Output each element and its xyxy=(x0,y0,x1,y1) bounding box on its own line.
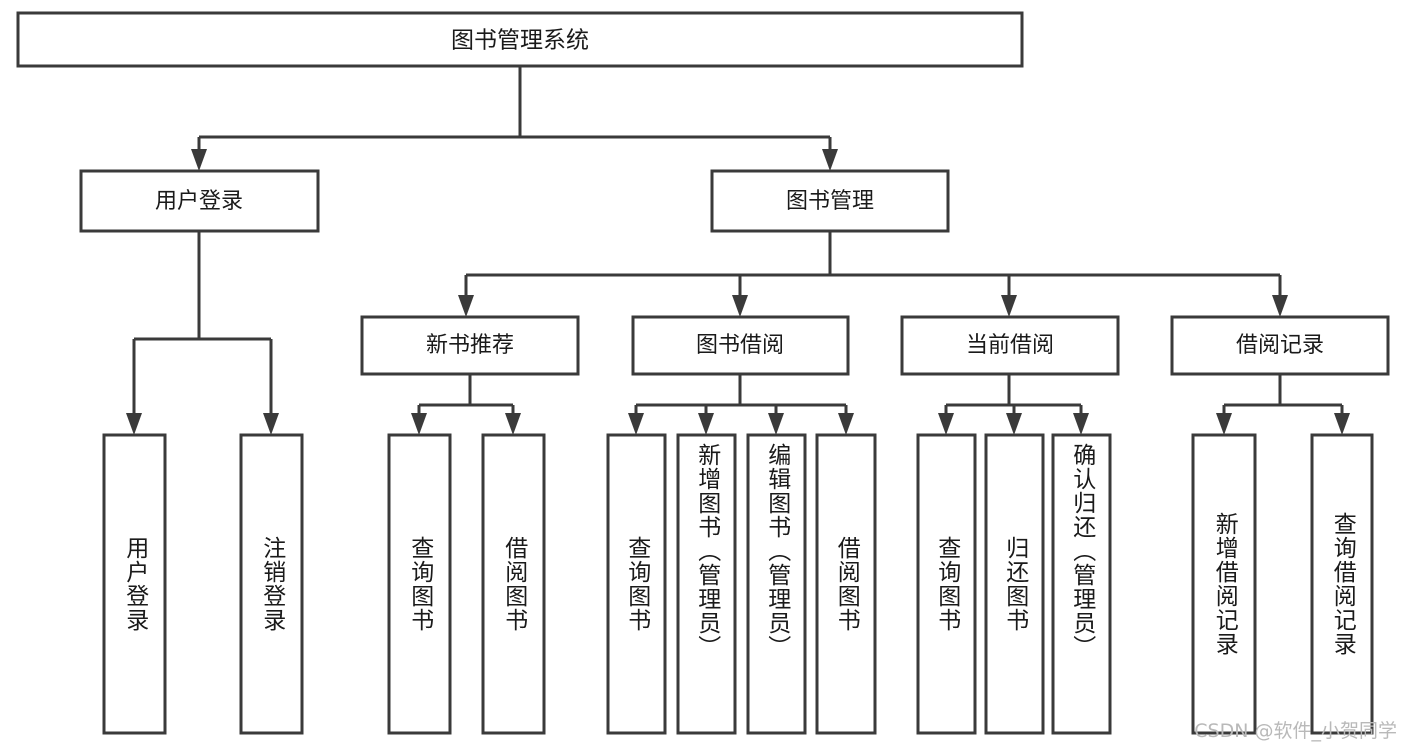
node-book-management-label: 图书管理 xyxy=(786,189,874,214)
arrowhead-leaf-user-logout xyxy=(263,413,279,435)
node-root-label: 图书管理系统 xyxy=(451,28,589,54)
leaf-box-user-logout[interactable] xyxy=(239,433,304,735)
node-new-book-recommend-box[interactable] xyxy=(360,315,580,376)
node-root-box[interactable] xyxy=(16,11,1024,68)
node-book-management-box[interactable] xyxy=(710,169,950,233)
arrowhead-leaf-borrow-book-1 xyxy=(505,413,521,435)
arrowhead-leaf-confirm-return xyxy=(1073,413,1089,435)
arrowhead-leaf-query-record xyxy=(1334,413,1350,435)
arrowhead-book-management xyxy=(822,149,838,171)
arrowhead-leaf-query-book-1 xyxy=(411,413,427,435)
node-borrow-record-label: 借阅记录 xyxy=(1236,333,1324,358)
leaf-box-query-record[interactable] xyxy=(1310,433,1374,735)
arrowhead-leaf-borrow-book-2 xyxy=(838,413,854,435)
leaf-box-borrow-book-2[interactable] xyxy=(815,433,877,735)
arrowhead-leaf-add-record xyxy=(1216,413,1232,435)
leaf-box-query-book-2[interactable] xyxy=(606,433,667,735)
arrowhead-leaf-query-book-2 xyxy=(628,413,644,435)
arrowhead-leaf-return-book xyxy=(1006,413,1022,435)
leaf-box-user-login[interactable] xyxy=(102,433,167,735)
leaf-box-edit-book[interactable] xyxy=(746,433,807,735)
node-user-login[interactable]: 用户登录 xyxy=(79,169,320,233)
arrowhead-leaf-edit-book xyxy=(768,413,784,435)
node-user-login-box[interactable] xyxy=(79,169,320,233)
leaf-box-query-book-1[interactable] xyxy=(387,433,452,735)
arrowhead-leaf-query-book-3 xyxy=(938,413,954,435)
leaf-box-query-book-3[interactable] xyxy=(916,433,977,735)
arrowhead-current-borrow xyxy=(1001,295,1017,317)
node-current-borrow-box[interactable] xyxy=(900,315,1120,376)
arrowhead-leaf-add-book xyxy=(698,413,714,435)
leaf-box-confirm-return[interactable] xyxy=(1051,433,1112,735)
leaf-box-borrow-book-1[interactable] xyxy=(481,433,546,735)
node-book-borrow-box[interactable] xyxy=(631,315,850,376)
arrowhead-book-borrow xyxy=(732,295,748,317)
node-borrow-record[interactable]: 借阅记录 xyxy=(1170,315,1390,376)
arrowhead-new-book-recommend xyxy=(458,295,474,317)
arrowhead-user-login xyxy=(191,149,207,171)
leaf-layer xyxy=(102,433,1374,735)
connector-layer xyxy=(126,66,1350,435)
node-new-book-recommend[interactable]: 新书推荐 xyxy=(360,315,580,376)
node-book-management[interactable]: 图书管理 xyxy=(710,169,950,233)
leaf-box-add-record[interactable] xyxy=(1191,433,1257,735)
arrowhead-borrow-record xyxy=(1272,295,1288,317)
node-book-borrow-label: 图书借阅 xyxy=(696,333,784,358)
node-borrow-record-box[interactable] xyxy=(1170,315,1390,376)
node-current-borrow[interactable]: 当前借阅 xyxy=(900,315,1120,376)
leaf-box-add-book[interactable] xyxy=(676,433,737,735)
leaf-box-return-book[interactable] xyxy=(984,433,1045,735)
arrowhead-leaf-user-login xyxy=(126,413,142,435)
node-book-borrow[interactable]: 图书借阅 xyxy=(631,315,850,376)
node-current-borrow-label: 当前借阅 xyxy=(966,333,1054,358)
node-new-book-recommend-label: 新书推荐 xyxy=(426,333,514,358)
node-root[interactable]: 图书管理系统 xyxy=(16,11,1024,68)
node-user-login-label: 用户登录 xyxy=(155,189,243,214)
